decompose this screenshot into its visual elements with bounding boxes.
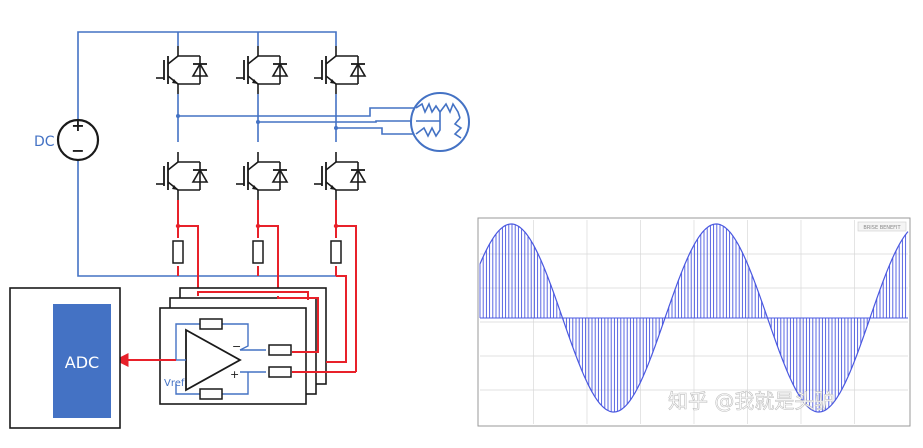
igbt-lower-c (313, 151, 366, 201)
dc-source: + − (56, 116, 100, 162)
shunt-resistor-a (172, 240, 184, 264)
adc-block: ADC (9, 287, 121, 429)
amplifier-boards (159, 287, 327, 405)
waveform-stripes (479, 224, 907, 412)
waveform-plot: BRISE BENEFIT (477, 217, 911, 427)
shunt-resistor-c (330, 240, 342, 264)
input-resistor-pos (268, 366, 292, 378)
opamp-circuit: − + Vref (164, 318, 292, 400)
igbt-lower-a (155, 151, 208, 201)
igbt-lower-b (235, 151, 288, 201)
igbt-upper-b (235, 45, 288, 95)
phase-output-wires (177, 94, 416, 142)
shunt-resistor-b (252, 240, 264, 264)
watermark-text: 知乎 @我就是头驴 (668, 389, 834, 413)
pwm-sine-waveform (479, 223, 909, 413)
inverter-circuit: + − DC (9, 31, 470, 429)
plot-corner-tag: BRISE BENEFIT (863, 225, 901, 231)
feedback-resistor (199, 318, 223, 330)
dc-label: DC (34, 134, 55, 150)
igbt-upper-a (155, 45, 208, 95)
dc-plus-sign: + (71, 116, 84, 135)
waveform-envelope (479, 223, 909, 413)
igbt-upper-c (313, 45, 366, 95)
ref-resistor (199, 388, 223, 400)
opamp-plus: + (230, 368, 239, 381)
dc-minus-sign: − (71, 141, 84, 160)
sense-lines (197, 275, 356, 373)
motor-symbol (410, 92, 470, 152)
shunt-wiring (177, 200, 357, 372)
input-resistor-neg (268, 344, 292, 356)
dc-bus-wires (77, 31, 337, 277)
opamp-minus: − (232, 340, 241, 353)
vref-label: Vref (164, 378, 185, 389)
adc-label: ADC (65, 353, 99, 372)
